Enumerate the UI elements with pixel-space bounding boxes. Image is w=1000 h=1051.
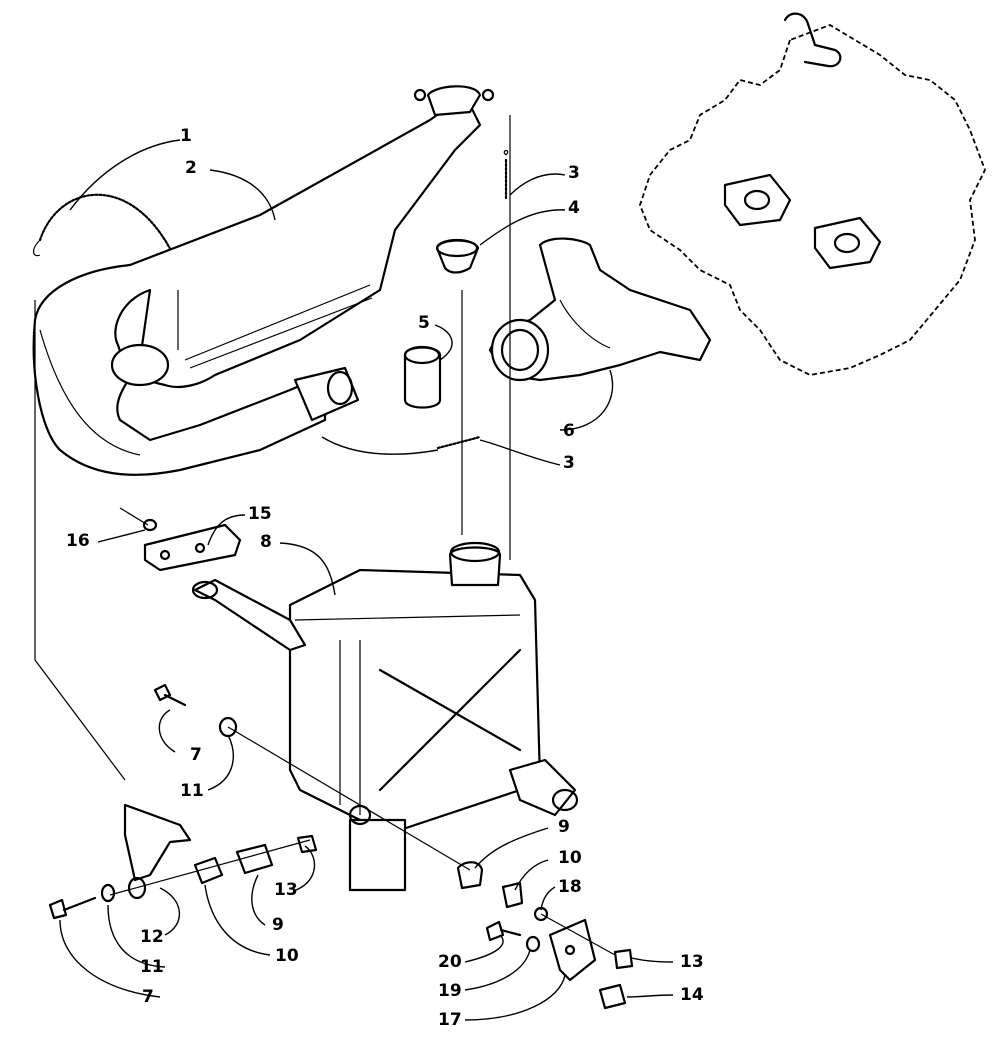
callout-part-2: 2 <box>185 158 197 178</box>
spring-upper <box>503 149 509 202</box>
callout-part-8: 8 <box>260 532 272 552</box>
callout-part-7-lower: 7 <box>142 987 154 1007</box>
callout-part-4: 4 <box>568 198 580 218</box>
callout-part-12: 12 <box>140 927 164 947</box>
engine-outline <box>639 12 986 376</box>
callout-part-13-left: 13 <box>274 880 298 900</box>
callout-part-16: 16 <box>66 531 90 551</box>
leader-lines <box>59 139 674 1021</box>
callout-part-19: 19 <box>438 981 462 1001</box>
callout-part-15: 15 <box>248 504 272 524</box>
seal-ring <box>403 345 442 409</box>
callout-part-9-right: 9 <box>558 817 570 837</box>
expansion-chamber <box>32 85 495 476</box>
callout-part-3-lower: 3 <box>563 453 575 473</box>
callout-part-3-upper: 3 <box>568 163 580 183</box>
callout-part-18: 18 <box>558 877 582 897</box>
callout-part-10-left: 10 <box>275 946 299 966</box>
alignment-lines <box>34 115 616 956</box>
callout-part-5: 5 <box>418 313 430 333</box>
spring-lower <box>436 435 482 450</box>
gasket <box>435 238 480 274</box>
muffler <box>191 541 579 892</box>
callout-part-7-upper: 7 <box>190 745 202 765</box>
callout-part-20: 20 <box>438 952 462 972</box>
bracket-plate <box>119 507 242 572</box>
callout-part-10-right: 10 <box>558 848 582 868</box>
callout-part-11-lower: 11 <box>140 957 164 977</box>
callout-part-17: 17 <box>438 1010 462 1030</box>
left-hardware <box>48 683 318 920</box>
callout-part-9-left: 9 <box>272 915 284 935</box>
callout-part-14: 14 <box>680 985 704 1005</box>
right-hardware <box>456 861 634 1010</box>
callout-part-13-right: 13 <box>680 952 704 972</box>
exhaust-manifold <box>488 237 712 382</box>
callout-part-6: 6 <box>563 421 575 441</box>
callout-part-11-upper: 11 <box>180 781 204 801</box>
callout-part-1: 1 <box>180 126 192 146</box>
